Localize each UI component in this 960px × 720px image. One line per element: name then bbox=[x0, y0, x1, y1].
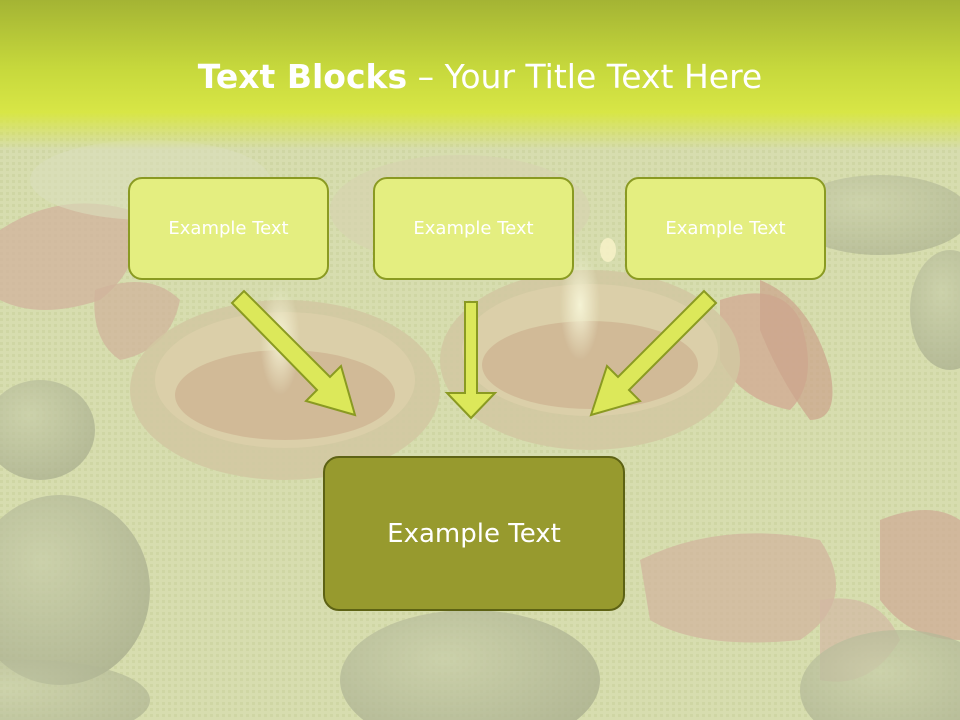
text-block-1-label: Example Text bbox=[168, 218, 289, 239]
text-block-2-label: Example Text bbox=[413, 218, 534, 239]
arrow-right-icon bbox=[589, 289, 718, 417]
text-block-2[interactable]: Example Text bbox=[373, 177, 574, 280]
slide-title: Text Blocks – Your Title Text Here bbox=[0, 52, 960, 102]
header-band bbox=[0, 0, 960, 150]
title-rest-part: – Your Title Text Here bbox=[407, 57, 763, 96]
text-block-1[interactable]: Example Text bbox=[128, 177, 329, 280]
text-block-3[interactable]: Example Text bbox=[625, 177, 826, 280]
text-block-main-label: Example Text bbox=[387, 518, 561, 549]
text-block-main[interactable]: Example Text bbox=[323, 456, 625, 611]
title-bold-part: Text Blocks bbox=[197, 57, 408, 96]
arrow-center-icon bbox=[444, 301, 498, 420]
text-block-3-label: Example Text bbox=[665, 218, 786, 239]
arrow-left-icon bbox=[230, 289, 357, 417]
